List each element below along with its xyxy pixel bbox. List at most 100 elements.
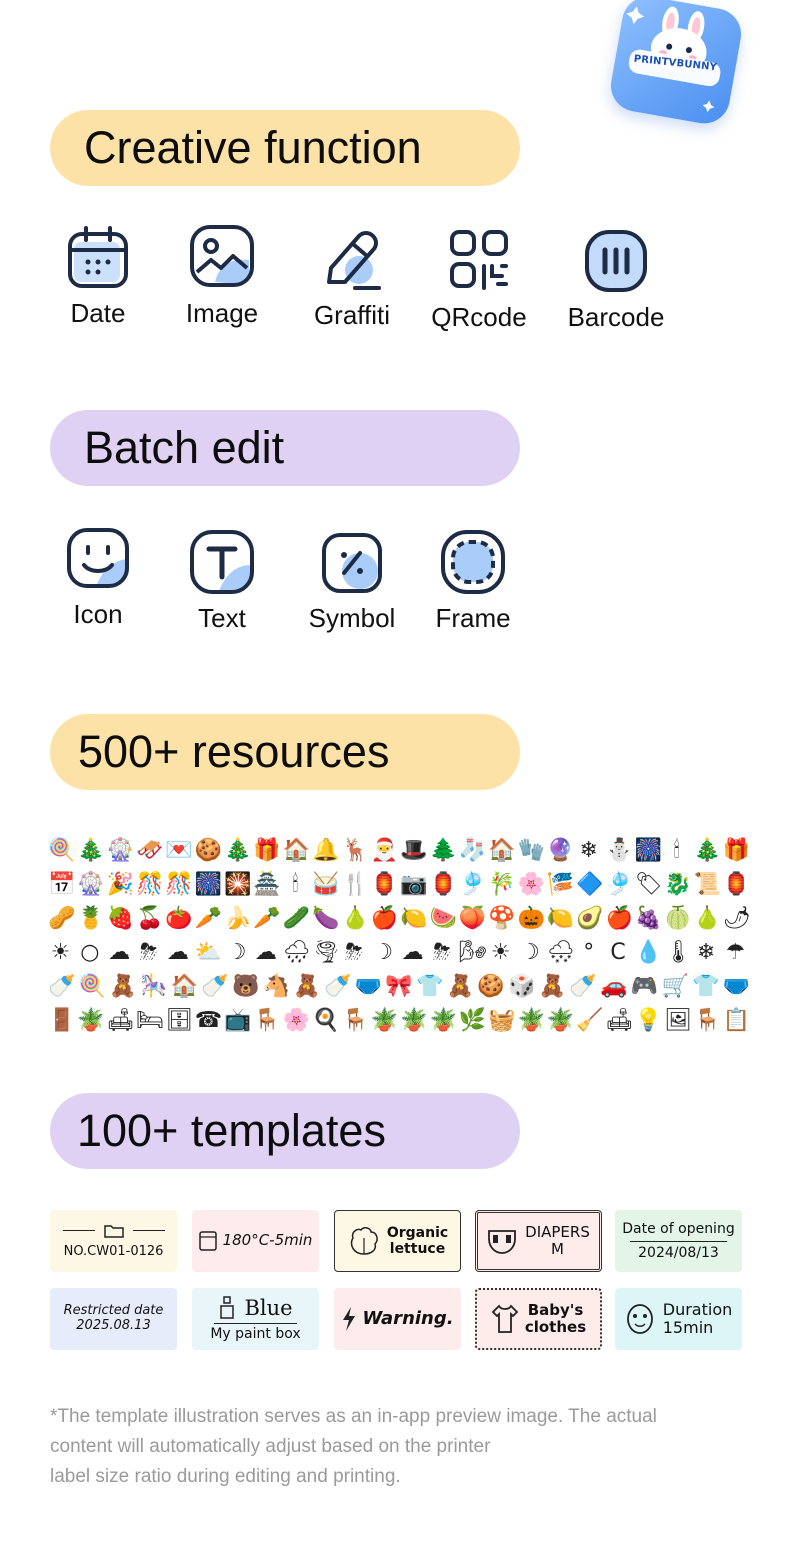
resource-glyph-icon: ☁ xyxy=(108,940,131,965)
barcode-icon xyxy=(585,230,647,292)
template-card-opening[interactable]: Date of opening 2024/08/13 xyxy=(615,1210,742,1272)
resource-glyph-icon: 🎆 xyxy=(634,838,663,863)
template-card-lettuce[interactable]: Organic lettuce xyxy=(334,1210,461,1272)
section-title-resources: 500+ resources xyxy=(50,714,520,790)
resource-glyph-icon: 💡 xyxy=(634,1008,663,1033)
resource-glyph-icon: 💧 xyxy=(634,940,663,965)
resource-glyph-icon: 🎐 xyxy=(458,872,487,897)
onesie-icon xyxy=(491,1304,519,1333)
resource-glyph-icon: C xyxy=(610,940,626,965)
resource-glyph-icon: 🧹 xyxy=(576,1008,604,1033)
feature-barcode[interactable]: Barcode xyxy=(551,228,681,333)
resource-glyph-icon: 📜 xyxy=(693,872,721,897)
resource-glyph-icon: 🎊 xyxy=(136,872,164,897)
resource-glyph-icon: 🏠 xyxy=(282,838,311,863)
resource-glyph-icon: 🍋 xyxy=(546,906,575,931)
resource-glyph-icon: 🦌 xyxy=(341,838,369,863)
template-text-2: My paint box xyxy=(210,1325,301,1342)
resource-glyph-icon: ❄ xyxy=(579,838,598,863)
resource-glyph-icon: 🍐 xyxy=(341,906,369,931)
resource-glyph-icon: 👕 xyxy=(416,974,444,999)
resource-glyph-icon: 🎄 xyxy=(693,838,721,863)
template-card-folder[interactable]: NO.CW01-0126 xyxy=(50,1210,177,1272)
batch-symbol[interactable]: Symbol xyxy=(287,531,417,634)
resource-glyph-icon: 🌲 xyxy=(429,838,457,863)
resource-glyph-icon: 🧺 xyxy=(488,1008,516,1033)
resource-glyph-icon: 🌶 xyxy=(722,906,751,931)
batch-text[interactable]: Text xyxy=(157,529,287,634)
resource-glyph-icon: ⛅ xyxy=(194,940,223,965)
face-mask-icon xyxy=(626,1304,653,1334)
template-text: NO.CW01-0126 xyxy=(63,1243,164,1259)
resource-glyph-icon: 🧸 xyxy=(293,974,321,999)
template-card-oven[interactable]: 180°C-5min xyxy=(192,1210,319,1272)
resource-glyph-icon: 🎅 xyxy=(370,838,399,863)
batch-icon[interactable]: Icon xyxy=(33,527,163,630)
template-text: Restricted date xyxy=(63,1303,164,1319)
footnote: *The template illustration serves as an … xyxy=(50,1402,740,1492)
resource-glyph-icon: 🥁 xyxy=(312,872,340,897)
resource-glyph-icon: 🔷 xyxy=(576,872,604,897)
feature-barcode-label: Barcode xyxy=(567,302,665,332)
resource-glyph-icon: 🌧 xyxy=(282,940,311,965)
template-text: Warning. xyxy=(362,1307,454,1329)
resource-glyph-icon: 🪴 xyxy=(370,1008,399,1033)
resource-glyph-icon: 🎠 xyxy=(140,974,168,999)
feature-qrcode-label: QRcode xyxy=(431,302,527,332)
resource-glyph-icon: 🍅 xyxy=(165,906,193,931)
resource-glyph-icon: 🗄 xyxy=(165,1008,194,1033)
resource-glyph-icon: ☽ xyxy=(226,940,247,965)
template-card-diapers[interactable]: DIAPERS M xyxy=(475,1210,602,1272)
feature-graffiti[interactable]: Graffiti xyxy=(287,226,417,331)
template-text: 180°C-5min xyxy=(222,1231,313,1250)
template-text-2: 2025.08.13 xyxy=(76,1318,151,1333)
resource-glyph-icon: 🍉 xyxy=(429,906,457,931)
resource-glyph-icon: 🎄 xyxy=(77,838,105,863)
resource-glyph-icon: 🍪 xyxy=(477,974,505,999)
feature-date-label: Date xyxy=(70,298,126,328)
resource-glyph-icon: 📺 xyxy=(224,1008,252,1033)
resource-glyph-icon: 🪑 xyxy=(341,1008,369,1033)
resource-row: 🍼🍭🧸🎠🏠🍼🐻🐴🧸🍼🩲🎀👕🧸🍪🎲🧸🍼🚗🎮🛒👕🩲 xyxy=(48,970,750,1004)
resource-glyph-icon: 🪴 xyxy=(77,1008,105,1033)
resource-glyph-icon: 🪴 xyxy=(400,1008,428,1033)
template-text: Organic xyxy=(386,1224,449,1241)
resource-glyph-icon: 🥑 xyxy=(576,906,604,931)
resource-glyph-icon: 🛷 xyxy=(136,838,164,863)
template-text: Blue xyxy=(244,1296,293,1321)
template-card-duration[interactable]: Duration 15min xyxy=(615,1288,742,1350)
qrcode-icon xyxy=(450,230,508,290)
resource-glyph-icon: 🎃 xyxy=(517,906,545,931)
batch-frame[interactable]: Frame xyxy=(408,529,538,634)
resource-glyph-icon: ☀ xyxy=(490,940,511,965)
batch-icon-label: Icon xyxy=(73,599,123,629)
resource-glyph-icon: 🎮 xyxy=(630,974,659,999)
template-card-warning[interactable]: Warning. xyxy=(334,1288,461,1350)
template-card-baby-clothes[interactable]: Baby's clothes xyxy=(475,1288,602,1350)
resource-glyph-icon: 🛋 xyxy=(605,1008,634,1033)
template-card-paint[interactable]: Blue My paint box xyxy=(192,1288,319,1350)
feature-qrcode[interactable]: QRcode xyxy=(414,228,544,333)
resource-glyph-icon: 🎲 xyxy=(508,974,536,999)
template-text-2: clothes xyxy=(524,1318,587,1336)
resource-glyph-icon: 📋 xyxy=(722,1008,751,1033)
resource-glyph-icon: 🌸 xyxy=(517,872,545,897)
resource-glyph-icon: 👕 xyxy=(692,974,720,999)
feature-date[interactable]: Date xyxy=(33,224,163,329)
resource-glyph-icon: 🥜 xyxy=(48,906,76,931)
resource-glyph-icon: 🧸 xyxy=(538,974,567,999)
template-text: Duration xyxy=(662,1299,733,1319)
resource-glyph-icon: 🎡 xyxy=(77,872,105,897)
resource-glyph-icon: 🎊 xyxy=(165,872,193,897)
resource-row: 📅🎡🎉🎊🎊🎆🎇🏯🕯🥁🍴🏮📷🏮🎐🎋🌸🎏🔷🎐🏷🐉📜🏮 xyxy=(48,868,750,902)
resource-glyph-icon: 🍼 xyxy=(569,974,597,999)
template-card-restricted[interactable]: Restricted date 2025.08.13 xyxy=(50,1288,177,1350)
resource-glyph-icon: 🐉 xyxy=(664,872,692,897)
resource-glyph-icon: 🎁 xyxy=(722,838,751,863)
template-text-2: M xyxy=(551,1240,564,1258)
resource-glyph-icon: 🎏 xyxy=(546,872,575,897)
app-logo: PRINTVBUNNY xyxy=(606,0,746,128)
feature-image[interactable]: Image xyxy=(157,224,287,329)
resource-glyph-icon: 🍇 xyxy=(634,906,663,931)
resource-glyph-icon: 📷 xyxy=(400,872,428,897)
